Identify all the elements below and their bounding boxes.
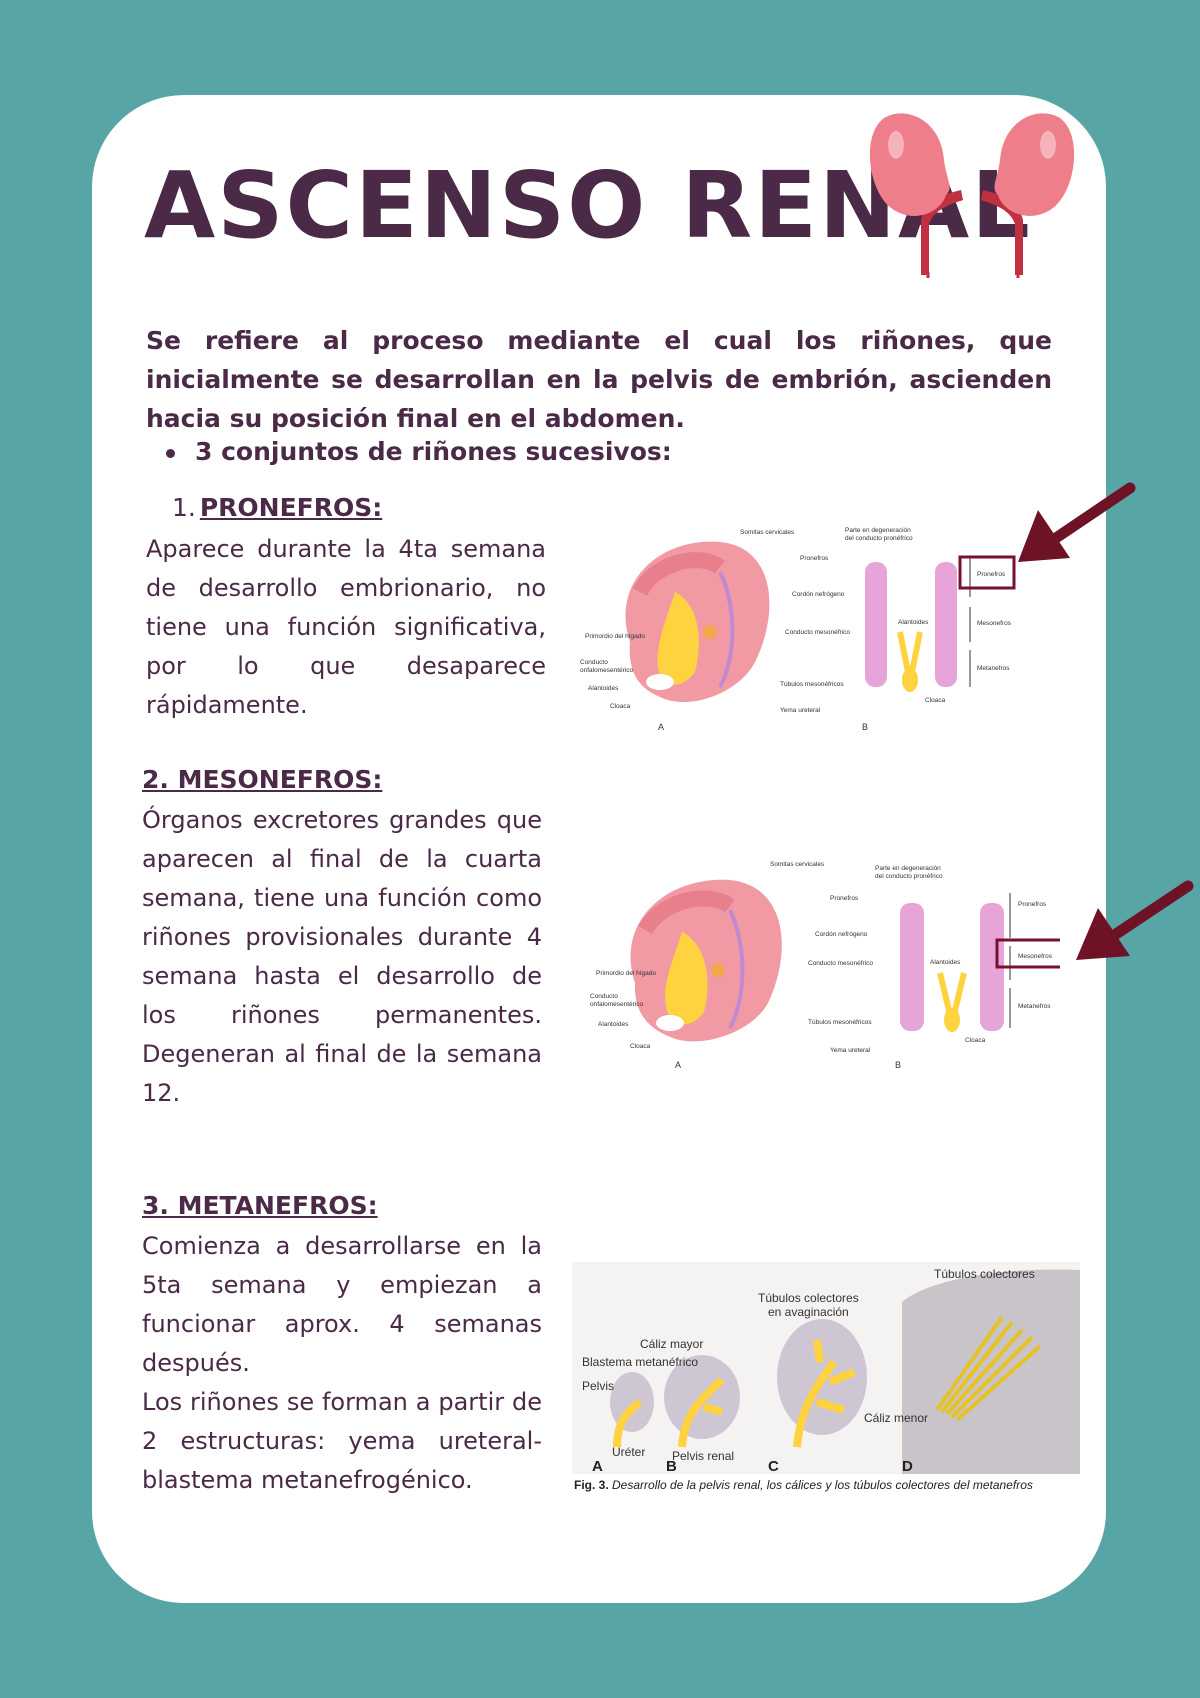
label-primordio: Primordio del hígado (585, 633, 645, 640)
collecting-tubules-drawing (935, 1315, 1042, 1422)
metanefros-text-2: Los riñones se forman a partir de 2 estr… (142, 1388, 542, 1494)
kidneys-icon (869, 113, 1075, 278)
label-parte: Parte en degeneración (845, 527, 911, 534)
heading-metanefros: 3. METANEFROS: (142, 1191, 378, 1220)
metanefros-text-1: Comienza a desarrollarse en la 5ta seman… (142, 1232, 542, 1377)
label-box-mesonefros: Mesonefros (1018, 953, 1053, 960)
label-tubulos-colectores: Túbulos colectores (934, 1267, 1035, 1281)
label-c: C (768, 1458, 779, 1474)
figure-mesonefros: Somitas cervicales Parte en degeneración… (590, 858, 1060, 1072)
label-pronefros: Pronefros (800, 555, 829, 562)
bullet-text: 3 conjuntos de riñones sucesivos: (195, 437, 672, 466)
label-parte2: del conducto pronéfrico (845, 535, 913, 542)
pronefros-text: Aparece durante la 4ta semana de desarro… (146, 535, 546, 719)
label-alantoides-b: Alantoides (930, 959, 961, 966)
label-conducto: Conducto mesonéfrico (785, 629, 850, 636)
label-pelvis: Pelvis (582, 1379, 614, 1393)
label-cloaca: Cloaca (630, 1043, 651, 1050)
label-pelvis-renal: Pelvis renal (672, 1449, 734, 1463)
label-tubulos: Túbulos mesonéfricos (808, 1019, 872, 1026)
label-parte2: del conducto pronéfrico (875, 873, 943, 880)
caption-label: Fig. 3. (574, 1478, 609, 1492)
label-onfalo: Conducto (580, 659, 608, 666)
label-b: B (895, 1060, 901, 1070)
figure-caption: Fig. 3. Desarrollo de la pelvis renal, l… (574, 1478, 1033, 1492)
label-primordio: Primordio del hígado (596, 970, 656, 977)
label-cordon: Cordón nefrógeno (792, 591, 845, 598)
label-onfalo2: onfalomesentérico (590, 1001, 643, 1008)
mesonefros-text: Órganos excretores grandes que aparecen … (142, 806, 542, 1107)
label-alantoides: Alantoides (588, 685, 619, 692)
label-somitas: Somitas cervicales (770, 861, 825, 868)
heading-mesonefros: 2. MESONEFROS: (142, 765, 383, 794)
kidney-stack-drawing (900, 903, 1004, 1032)
label-cloaca: Cloaca (610, 703, 631, 710)
label-metanefros: Metanefros (1018, 1003, 1051, 1010)
label-conducto: Conducto mesonéfrico (808, 960, 873, 967)
label-yema: Yema ureteral (780, 707, 821, 714)
label-alantoides: Alantoides (598, 1021, 629, 1028)
label-cloaca-b: Cloaca (925, 697, 946, 704)
heading-number: 1. (172, 493, 196, 522)
heading-pronefros: 1.PRONEFROS: (172, 490, 382, 526)
label-pronefros-r: Pronefros (1018, 901, 1047, 908)
label-a: A (592, 1458, 603, 1474)
label-alantoides-b: Alantoides (898, 619, 929, 626)
label-a: A (658, 722, 664, 732)
arrow-icon (1076, 880, 1194, 960)
label-onfalo: Conducto (590, 993, 618, 1000)
label-somitas: Somitas cervicales (740, 529, 795, 536)
label-tubulos-en-avaginacion: Túbulos colectores (758, 1291, 859, 1305)
label-d: D (902, 1458, 913, 1474)
label-ureter: Uréter (612, 1445, 645, 1459)
label-b: B (666, 1458, 677, 1474)
embryo-drawing (625, 541, 770, 703)
label-tubulos: Túbulos mesonéfricos (780, 681, 844, 688)
label-blastema: Blastema metanéfrico (582, 1355, 698, 1369)
label-cloaca-b: Cloaca (965, 1037, 986, 1044)
label-a: A (675, 1060, 681, 1070)
figure-pronefros: Somitas cervicales Parte en degeneración… (580, 522, 1040, 732)
bullet-item: 3 conjuntos de riñones sucesivos: (166, 434, 672, 470)
figure-metanefros: Túbulos colectores Túbulos colectores en… (572, 1262, 1080, 1474)
highlight-box (995, 938, 1060, 969)
label-metanefros: Metanefros (977, 665, 1010, 672)
kidney-stack-drawing (865, 562, 957, 692)
intro-paragraph: Se refiere al proceso mediante el cual l… (146, 326, 1052, 433)
arrow-icon (1018, 482, 1136, 562)
label-box-pronefros: Pronefros (977, 571, 1006, 578)
label-tubulos-en-avaginacion-2: en avaginación (768, 1305, 849, 1319)
label-cordon: Cordón nefrógeno (815, 931, 868, 938)
label-onfalo2: onfalomesentérico (580, 667, 633, 674)
label-b: B (862, 722, 868, 732)
highlight-box (958, 555, 1016, 590)
label-mesonefros: Mesonefros (977, 620, 1012, 627)
caption-text: Desarrollo de la pelvis renal, los cálic… (612, 1478, 1033, 1492)
label-caliz-menor: Cáliz menor (864, 1411, 928, 1425)
label-yema: Yema ureteral (830, 1047, 871, 1054)
label-pronefros: Pronefros (830, 895, 859, 902)
heading-text: PRONEFROS: (199, 493, 383, 522)
bullet-dot-icon (166, 448, 175, 458)
label-caliz-mayor: Cáliz mayor (640, 1337, 703, 1351)
label-parte: Parte en degeneración (875, 865, 941, 872)
embryo-drawing (630, 879, 782, 1042)
